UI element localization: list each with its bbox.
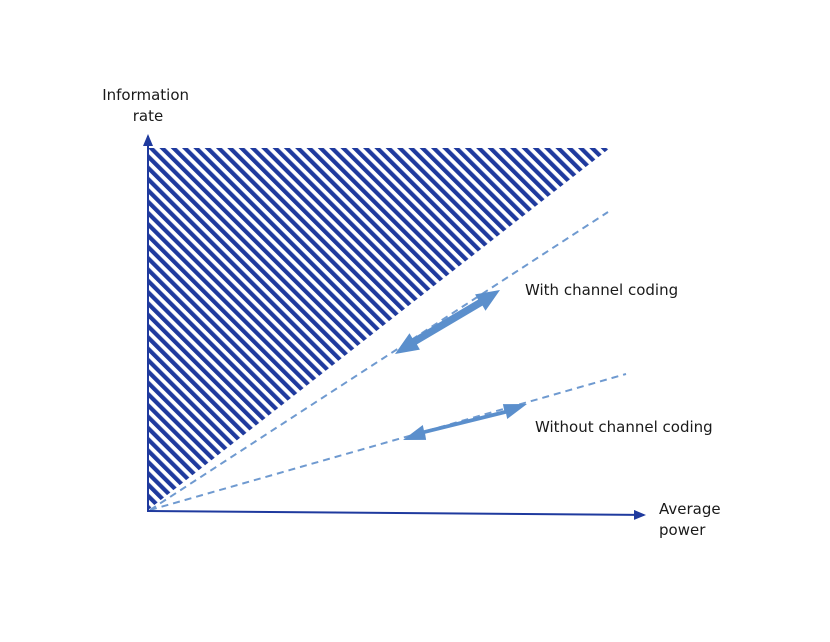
with-coding-label: With channel coding — [525, 281, 678, 299]
gain-arrow-upper — [395, 290, 500, 354]
x-axis — [147, 509, 646, 520]
without-coding-label: Without channel coding — [535, 418, 713, 436]
x-axis-label: Average power — [659, 500, 725, 539]
gain-arrow-lower — [403, 404, 527, 440]
achievable-region-hatch — [148, 148, 610, 510]
y-axis-label: Information rate — [102, 86, 194, 125]
without-coding-dashed-line — [149, 373, 627, 511]
